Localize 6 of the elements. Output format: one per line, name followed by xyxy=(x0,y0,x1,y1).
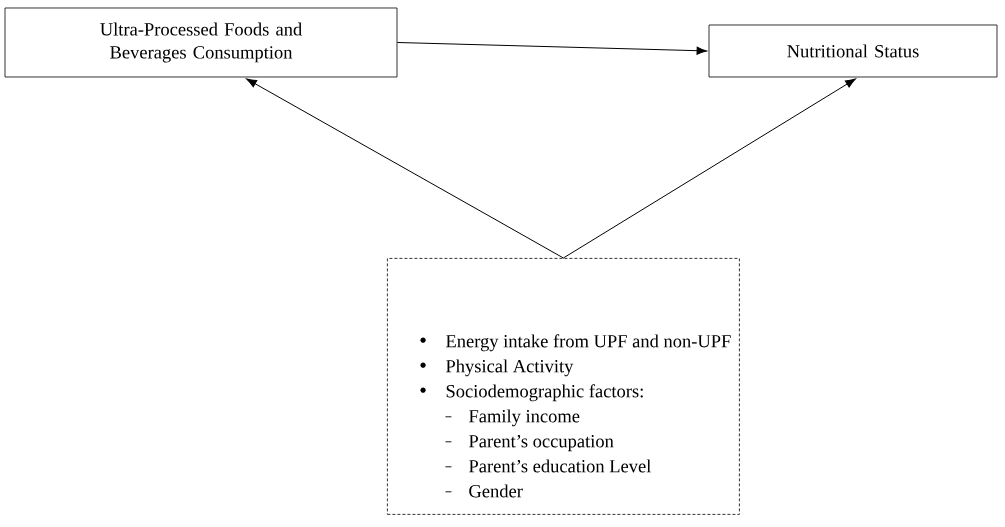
process-box: Nutritional Status xyxy=(708,24,998,78)
list-box: Energy intake from UPF and non-UPF Physical Activity Sociodemographic factors: Family income Parent’s occupation Parent’s education Level Gender xyxy=(387,258,740,515)
arrow xyxy=(562,78,856,259)
arrow xyxy=(396,42,708,55)
arrow xyxy=(246,78,564,259)
process-box: Ultra-Processed Foods and Beverages Consumption xyxy=(4,7,398,78)
